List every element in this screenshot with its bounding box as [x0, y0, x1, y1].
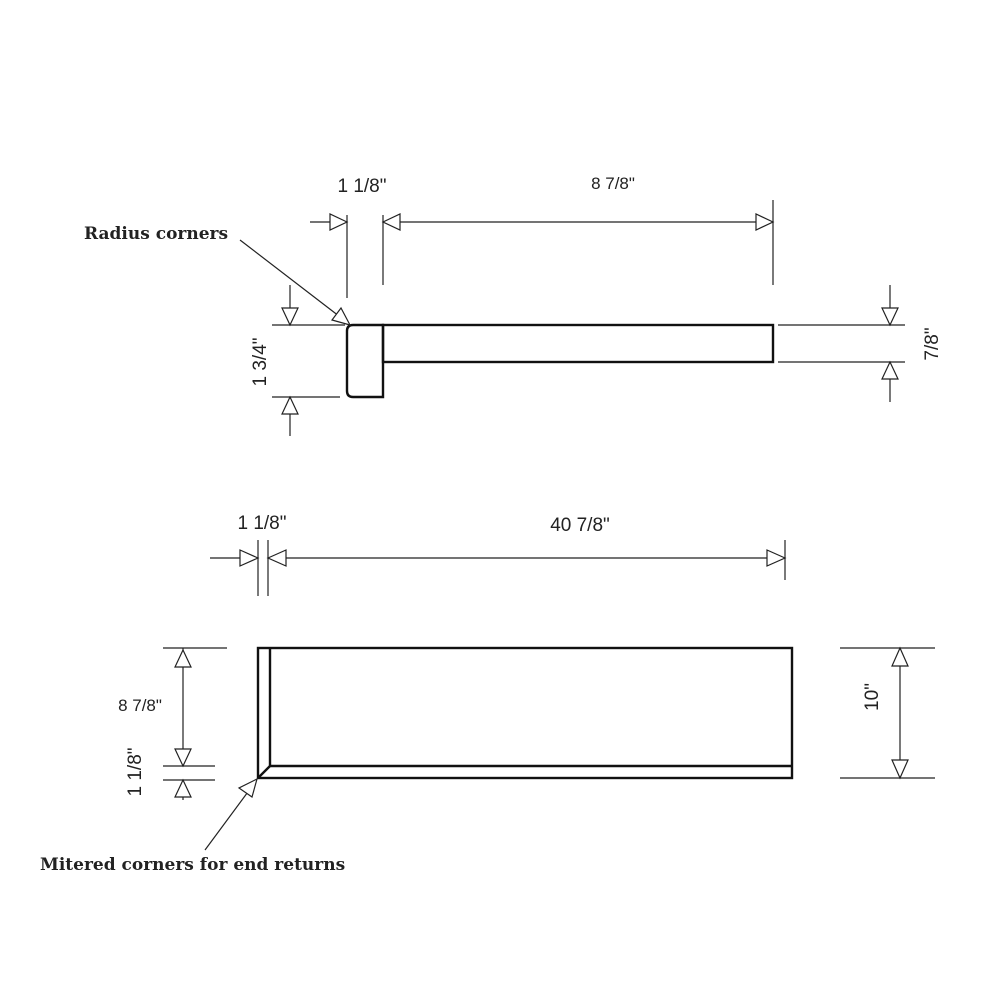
callout-radius-corners: Radius corners: [84, 224, 228, 244]
arrow-icon: [891, 759, 909, 780]
shelf-front-edge-profile: [345, 323, 385, 399]
dim-bottom-height-small: 1 1/8": [125, 747, 146, 796]
arrow-icon: [330, 306, 352, 326]
dim-bottom-width-small: 1 1/8": [237, 513, 286, 534]
arrow-icon: [381, 213, 401, 231]
arrow-icon: [174, 648, 192, 668]
arrow-icon: [174, 778, 192, 798]
arrow-icon: [881, 360, 899, 380]
dim-top-width-small: 1 1/8": [337, 176, 386, 197]
shelf-body-profile: [381, 323, 775, 364]
dim-top-height-right: 7/8": [922, 327, 943, 360]
arrow-icon: [881, 307, 899, 327]
dim-bottom-height-total: 10": [862, 683, 883, 711]
arrow-icon: [266, 549, 287, 567]
dim-bottom-height-main: 8 7/8": [118, 696, 162, 715]
callout-mitered-corners: Mitered corners for end returns: [40, 855, 345, 875]
shelf-plan-outline: [256, 646, 794, 780]
arrow-icon: [766, 549, 787, 567]
bottom-view: 1 1/8" 40 7/8" 8 7/8" 1 1/8" 10" Mitered…: [40, 513, 935, 875]
dim-bottom-width-long: 40 7/8": [550, 515, 610, 536]
arrow-icon: [329, 213, 349, 231]
arrow-icon: [755, 213, 775, 231]
arrow-icon: [237, 777, 258, 798]
arrow-icon: [239, 549, 260, 567]
dim-top-height-left: 1 3/4": [250, 337, 271, 386]
arrow-icon: [281, 395, 299, 415]
arrow-icon: [281, 307, 299, 327]
arrow-icon: [174, 748, 192, 768]
dim-top-width-long: 8 7/8": [591, 174, 635, 193]
top-view: 1 1/8" 8 7/8" 1 3/4" 7/8" Radius corners: [84, 174, 943, 436]
arrow-icon: [891, 646, 909, 667]
